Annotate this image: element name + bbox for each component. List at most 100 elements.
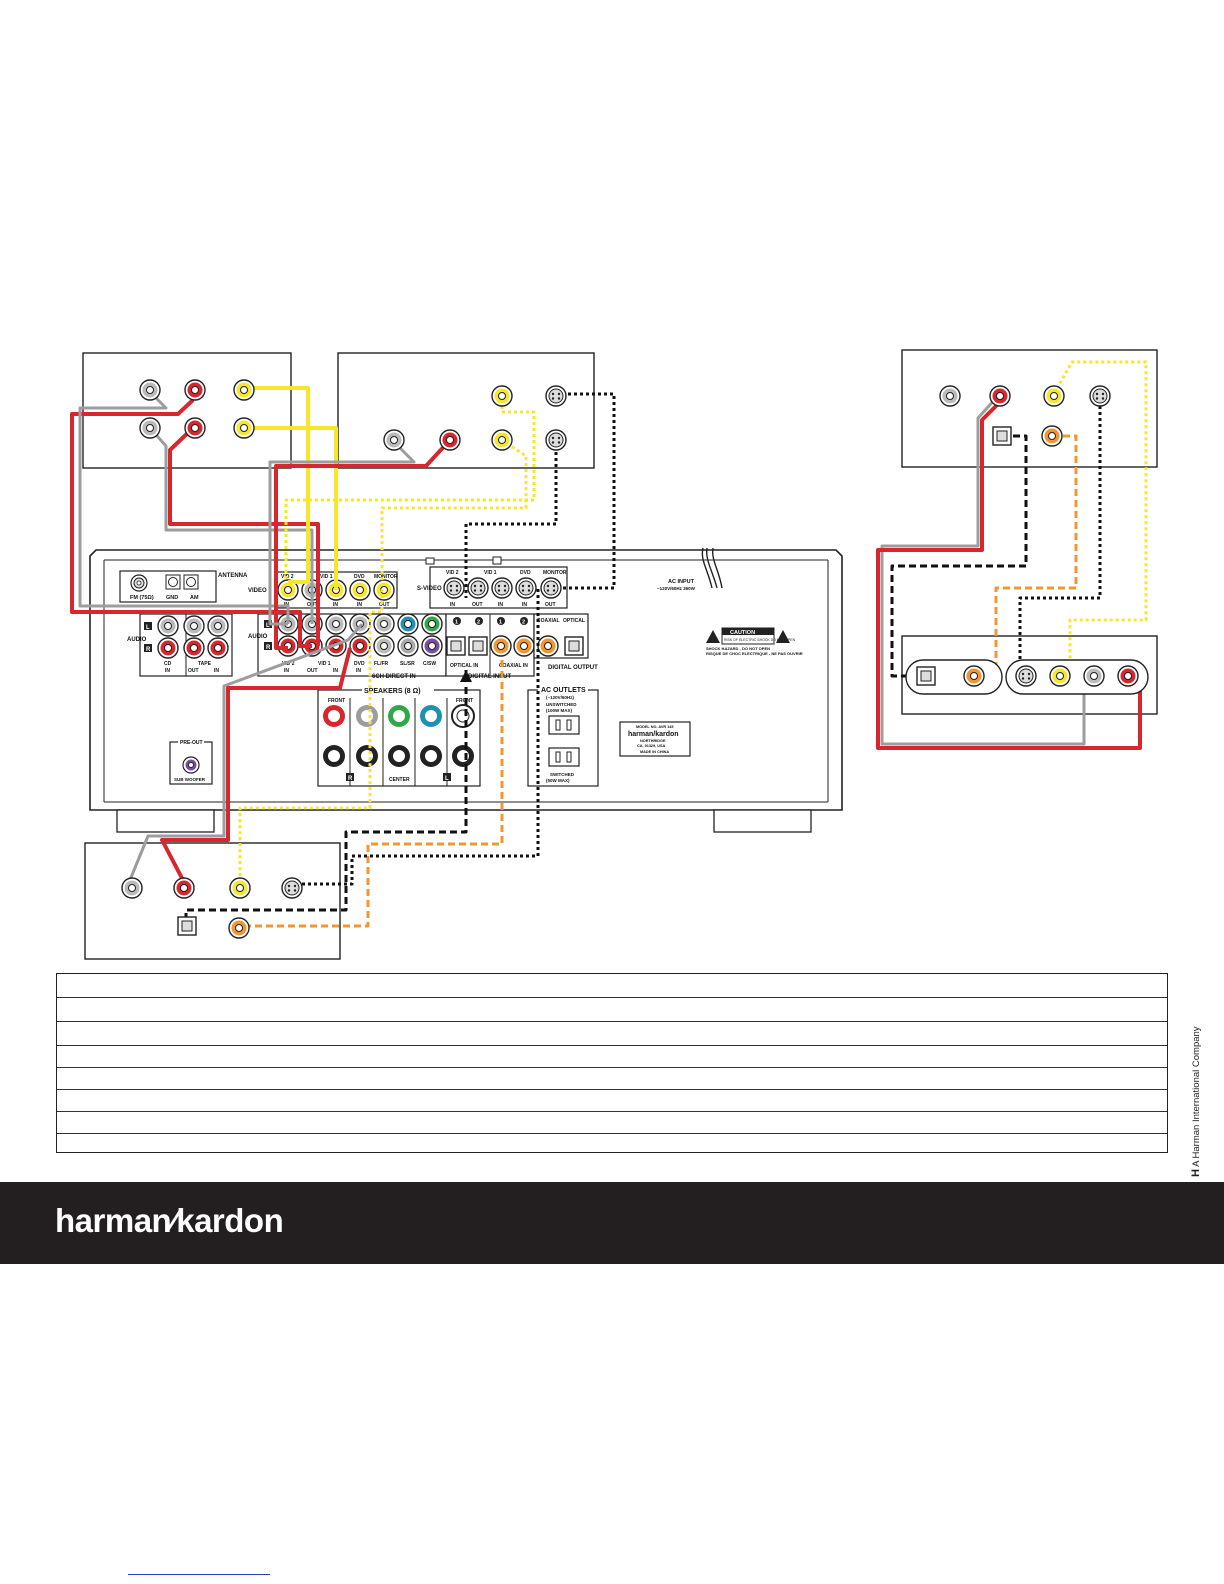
svideo-port-5: OUT xyxy=(545,602,556,608)
device-box-cd-tape xyxy=(82,352,292,469)
note-line xyxy=(57,1045,1167,1046)
device-box-cable-box xyxy=(84,842,341,960)
antenna-fm-label: FM (75Ω) xyxy=(130,595,154,601)
audio-port-3: IN xyxy=(333,668,338,674)
caution-label: CAUTION RISK OF ELECTRIC SHOCK DO NOT OP… xyxy=(706,627,803,656)
audio-port-2: OUT xyxy=(307,668,318,674)
antenna-gnd-label: GND xyxy=(166,595,178,601)
audio-port-1: IN xyxy=(284,668,289,674)
svideo-port-4: IN xyxy=(522,602,527,608)
tv-jacks xyxy=(905,659,1149,695)
audio-left-l: L xyxy=(146,625,150,631)
bottom-link-underline[interactable] xyxy=(128,1574,270,1575)
company-tagline: H A Harman International Company xyxy=(1190,1026,1202,1177)
digital-in-n1: 1 xyxy=(455,620,458,626)
harman-h-icon: H xyxy=(1190,1169,1202,1177)
caution-line2: RISQUE DE CHOC ELECTRIQUE - NE PAS OUVRI… xyxy=(706,651,803,656)
video-port-4: IN xyxy=(357,602,362,608)
model-plate: MODEL NO. AVR 145 harman/kardon NORTHRID… xyxy=(619,721,691,757)
audio-right-r: R xyxy=(266,645,271,651)
speakers-center: CENTER xyxy=(389,777,410,783)
digital-input-title: DIGITAL INPUT xyxy=(468,674,511,680)
note-line xyxy=(57,1111,1167,1112)
coaxial-in-1-jack[interactable] xyxy=(490,635,512,657)
caution-line1: SHOCK HAZARD - DO NOT OPEN xyxy=(706,646,770,651)
svg-text:1: 1 xyxy=(499,620,502,626)
plate-model: MODEL NO. AVR 145 xyxy=(636,725,674,729)
plate-l3: MADE IN CHINA xyxy=(640,750,669,754)
digital-out-coax: COAXIAL xyxy=(537,618,560,624)
antenna-am-label: AM xyxy=(190,595,199,601)
audio-col-slsr: SL/SR xyxy=(400,661,415,667)
optical-in-1-jack[interactable] xyxy=(446,636,466,656)
note-line xyxy=(57,997,1167,998)
note-line xyxy=(57,1067,1167,1068)
notes-box xyxy=(56,973,1168,1153)
video-monitor-out-jack[interactable] xyxy=(373,579,395,601)
footer-band xyxy=(0,1182,1224,1264)
brand-logo: harman⁄kardon xyxy=(55,1202,284,1239)
note-line xyxy=(57,1021,1167,1022)
audio-tape-label: TAPE xyxy=(198,661,212,667)
caution-title: CAUTION xyxy=(730,630,755,636)
digital-in-n2: 2 xyxy=(477,620,480,626)
svideo-vid2-in-jack[interactable] xyxy=(443,577,465,599)
caution-sub: RISK OF ELECTRIC SHOCK DO NOT OPEN xyxy=(724,638,796,642)
video-port-5: OUT xyxy=(379,602,390,608)
ac-switched-spec: (50W MAX) xyxy=(546,778,570,783)
speakers-r: R xyxy=(348,776,353,782)
note-line xyxy=(57,1133,1167,1134)
coaxial-in-2-jack[interactable] xyxy=(513,635,535,657)
audio-tape-in: IN xyxy=(214,668,219,674)
audio-col-dvd: DVD xyxy=(354,661,365,667)
pre-out-panel: PRE-OUT SUB WOOFER xyxy=(169,738,213,785)
speakers-title: SPEAKERS (8 Ω) xyxy=(364,688,421,695)
ac-outlets-spec: (~120V/60Hz) xyxy=(546,695,574,700)
svideo-col-monitor: MONITOR xyxy=(543,570,567,576)
coaxial-in-label: COAXIAL IN xyxy=(499,663,528,669)
optical-in-label: OPTICAL IN xyxy=(450,663,479,669)
video-col-vid1: VID 1 xyxy=(320,574,333,580)
ac-input-spec: ~120V/60Hz 360W xyxy=(657,586,696,591)
audio-right-title: AUDIO xyxy=(248,634,268,640)
svideo-dvd-in-jack[interactable] xyxy=(515,577,537,599)
video-dvd-in-jack[interactable] xyxy=(349,579,371,601)
svideo-col-vid2: VID 2 xyxy=(446,570,459,576)
ac-outlets-title: AC OUTLETS xyxy=(541,687,586,694)
svideo-monitor-out-jack[interactable] xyxy=(540,577,562,599)
svideo-title: S-VIDEO xyxy=(417,586,442,592)
audio-left-r: R xyxy=(146,647,151,653)
svideo-vid1-in-jack[interactable] xyxy=(491,577,513,599)
ac-input-title: AC INPUT xyxy=(668,579,695,585)
svideo-port-2: OUT xyxy=(472,602,483,608)
device-box-vcr xyxy=(337,352,595,469)
audio-col-csw: C/SW xyxy=(423,661,436,667)
audio-col-vid1: VID 1 xyxy=(318,661,331,667)
svideo-col-dvd: DVD xyxy=(520,570,531,576)
plate-l2: CA, 91329, USA xyxy=(637,744,666,748)
video-col-monitor: MONITOR xyxy=(374,574,398,580)
sixch-direct-label: 6CH DIRECT IN xyxy=(372,674,416,680)
audio-col-vid2: VID 2 xyxy=(282,661,295,667)
svideo-port-1: IN xyxy=(450,602,455,608)
svideo-vid1-out-jack[interactable] xyxy=(467,577,489,599)
svideo-panel: S-VIDEO VID 2 VID 1 DVD MONITOR IN OUT I… xyxy=(417,566,568,609)
note-line xyxy=(57,1089,1167,1090)
svg-text:2: 2 xyxy=(522,620,525,626)
antenna-panel: ANTENNA FM (75Ω) GND AM xyxy=(119,570,248,603)
video-col-dvd: DVD xyxy=(354,574,365,580)
audio-left-title: AUDIO xyxy=(127,637,147,643)
digital-input-panel: 1 2 1 2 OPTICAL IN COAXIAL IN DIGITAL IN… xyxy=(445,613,535,680)
ac-outlets-panel: AC OUTLETS (~120V/60Hz) UNSWITCHED (100W… xyxy=(527,685,599,787)
optical-in-2-jack[interactable] xyxy=(468,636,488,656)
audio-main-panel: AUDIO L R VID 2 VID 1 DVD FL/FR SL/SR C/… xyxy=(248,613,447,680)
plate-brand: harman/kardon xyxy=(628,731,679,738)
audio-cd-tape-panel: AUDIO L R CD TAPE IN OUT IN xyxy=(127,613,233,677)
speakers-panel: SPEAKERS (8 Ω) FRONT FRONT R CENTER L xyxy=(317,685,481,787)
audio-tape-out: OUT xyxy=(188,668,199,674)
audio-right-l: L xyxy=(266,623,270,629)
audio-cd-label: CD xyxy=(164,661,172,667)
digital-output-title: DIGITAL OUTPUT xyxy=(548,665,598,671)
audio-col-flfr: FL/FR xyxy=(374,661,389,667)
